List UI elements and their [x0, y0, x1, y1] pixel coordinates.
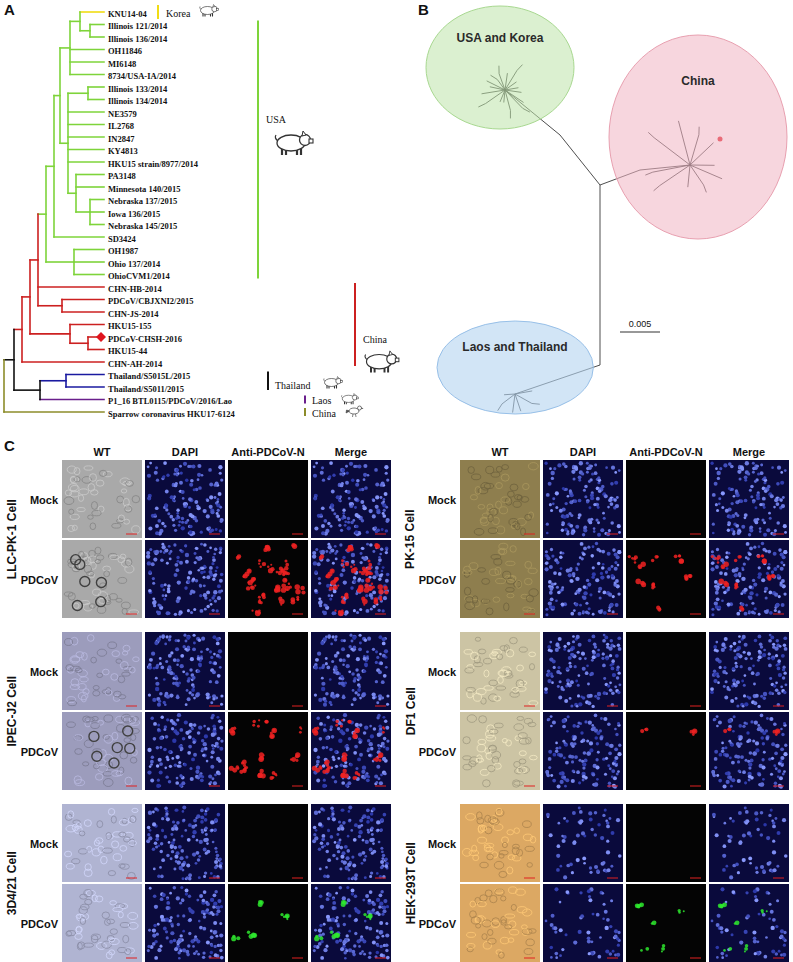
figure: USA and KoreaChinaLaos and ThailandAKNU1…: [0, 0, 793, 962]
